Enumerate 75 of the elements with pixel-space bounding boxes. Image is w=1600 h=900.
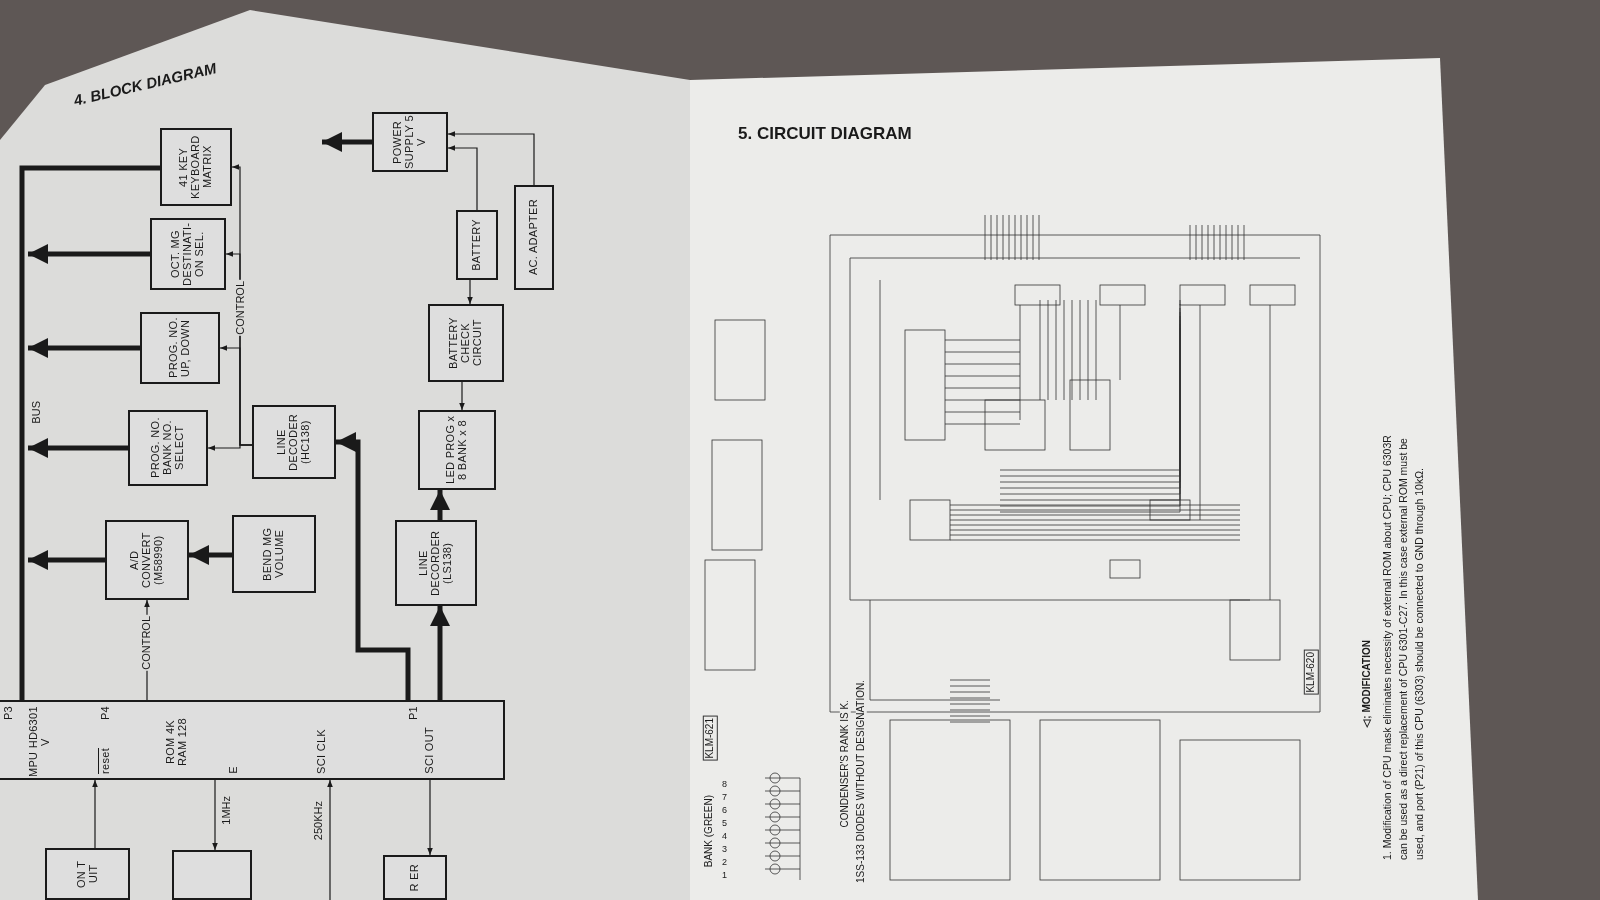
block-label: AC. ADAPTER	[528, 199, 540, 276]
block-label: BEND MG VOLUME	[262, 526, 286, 583]
block-label: LED PROG x 8 BANK x 8	[445, 414, 469, 487]
bus-arrow	[430, 606, 450, 700]
bus-arrow	[28, 550, 105, 570]
arrow	[459, 381, 465, 411]
bus-arrow	[189, 545, 232, 565]
prog-updown-block	[140, 312, 220, 384]
arrow	[327, 779, 333, 900]
board-label: KLM-621	[703, 716, 718, 761]
circuit-title: 5. CIRCUIT DIAGRAM	[738, 124, 912, 144]
block-label: BATTERY	[471, 219, 483, 271]
block-label: ON T UIT	[75, 859, 100, 890]
bus-arrow	[430, 490, 450, 520]
battery-check-block	[428, 304, 504, 382]
line-decoder-block	[252, 405, 336, 479]
block-label: A/D CONVERT (M58990)	[129, 531, 165, 590]
block-label: PROG. NO. BANK NO. SELECT	[150, 416, 186, 481]
block-label: PROG. NO. UP, DOWN	[168, 316, 192, 381]
bend-volume-block	[232, 515, 316, 593]
block-label: LINE DECORDER (LS138)	[418, 529, 454, 598]
arrow	[212, 779, 218, 851]
pin-label: E	[228, 766, 240, 774]
mpu-band	[0, 700, 505, 780]
bus-arrow	[322, 132, 372, 152]
arrow	[427, 779, 433, 856]
pin-label: SCI OUT	[424, 727, 436, 774]
pin-label: reset	[100, 748, 112, 774]
block-label: LINE DECODER (HC138)	[276, 412, 312, 473]
power-supply-block	[372, 112, 448, 172]
bus-arrow	[336, 432, 411, 700]
pin-number: 7	[722, 792, 727, 802]
destination-select-block	[150, 218, 226, 290]
ac-adapter-block	[514, 185, 554, 290]
block-label: 41 KEY KEYBOARD MATRIX	[178, 134, 214, 201]
block-label: OCT. MG DESTINATI- ON SEL.	[170, 221, 206, 288]
pin-number: 2	[722, 857, 727, 867]
block-label: R ER	[409, 863, 421, 892]
note: CONDENSER'S RANK IS K.	[840, 700, 851, 828]
note: 1SS-133 DIODES WITHOUT DESIGNATION.	[856, 680, 867, 883]
pin-label: P3	[3, 706, 15, 721]
circuit-block	[172, 850, 252, 900]
pin-number: 5	[722, 818, 727, 828]
pin-label: SCI CLK	[316, 729, 328, 774]
led-block	[418, 410, 496, 490]
bus-arrow	[28, 244, 150, 264]
bus-arrow	[28, 338, 140, 358]
pin-number: 8	[722, 779, 727, 789]
ad-converter-block	[105, 520, 189, 600]
pin-number: 4	[722, 831, 727, 841]
pin-number: 3	[722, 844, 727, 854]
keyboard-matrix-block	[160, 128, 232, 206]
pin-label: P4	[100, 706, 112, 721]
pin-label: ROM 4K RAM 128	[165, 717, 189, 768]
bus-arrow	[28, 438, 128, 458]
line-decoder-block	[395, 520, 477, 606]
circuit-block	[383, 855, 447, 900]
bank-select-block	[128, 410, 208, 486]
note-heading: △; MODIFICATION	[1362, 640, 1373, 730]
block-label: BATTERY CHECK CIRCUIT	[448, 316, 484, 371]
arrow	[447, 145, 478, 211]
board-label: KLM-620	[1304, 650, 1319, 695]
arrow	[92, 779, 98, 849]
arrow	[447, 131, 535, 186]
pin-label: P1	[408, 706, 420, 721]
pin-label: MPU HD6301 V	[28, 706, 52, 778]
edge-label: BUS	[30, 400, 43, 425]
block-label: POWER SUPPLY 5 V	[392, 114, 428, 170]
bus-line	[19, 165, 160, 700]
pin-number: 6	[722, 805, 727, 815]
battery-block	[456, 210, 498, 280]
pin-number: 1	[722, 870, 727, 880]
circuit-block	[45, 848, 130, 900]
legend-heading: BANK (GREEN)	[704, 795, 715, 868]
arrow	[467, 279, 473, 305]
